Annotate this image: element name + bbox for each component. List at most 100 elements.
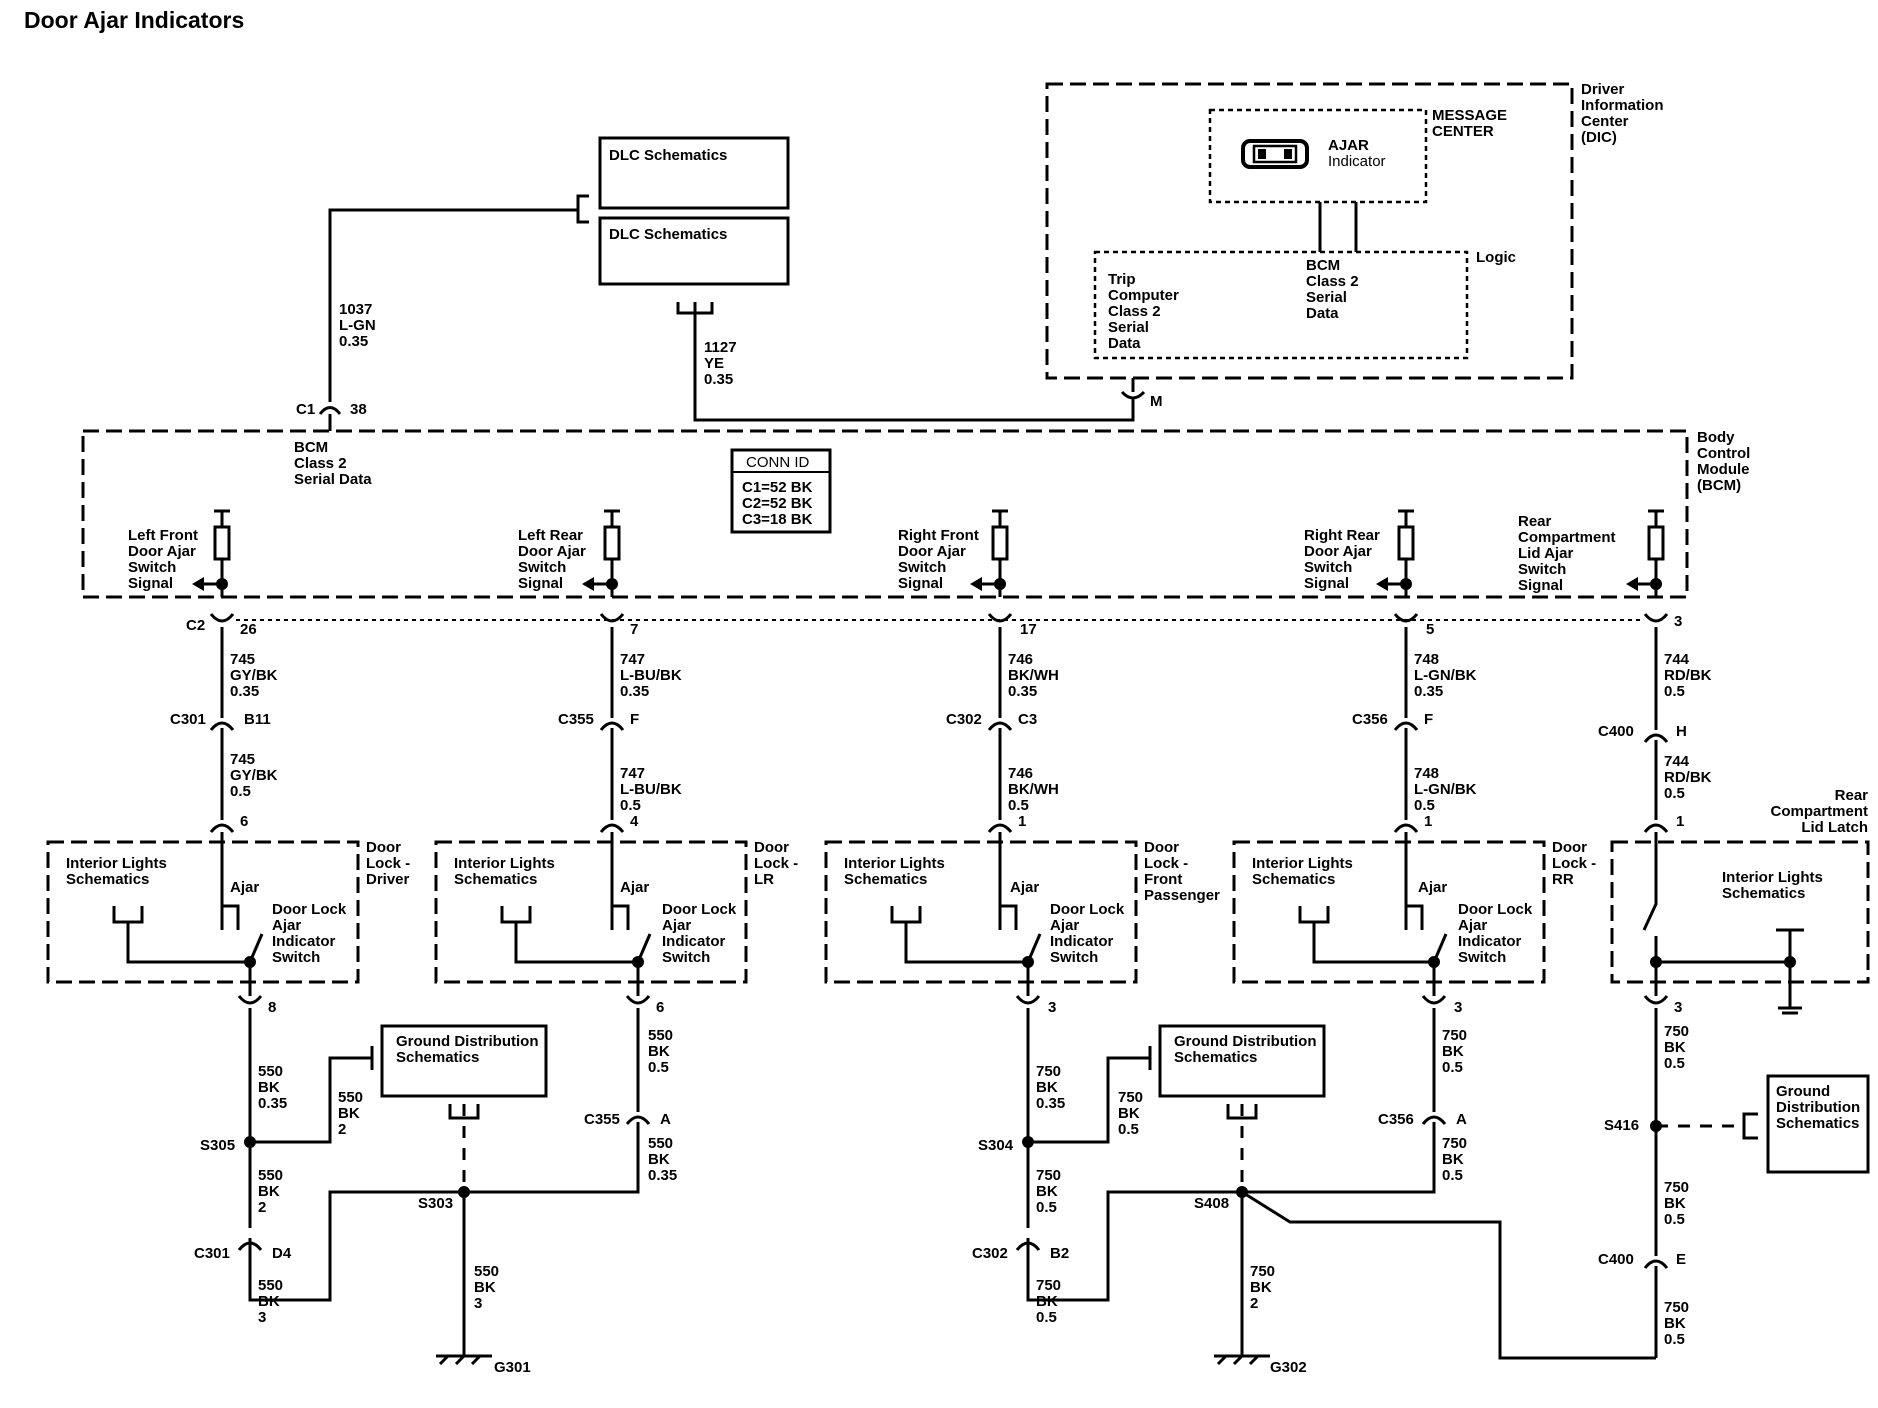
- pullup-resistor: [1647, 525, 1665, 561]
- c2-pin-5: 5: [1426, 621, 1434, 638]
- switch-node: [244, 956, 256, 968]
- svg-text:BK: BK: [338, 1105, 360, 1122]
- c356-ground-cap: [1421, 1115, 1447, 1125]
- svg-text:LR: LR: [754, 871, 774, 888]
- svg-text:(BCM): (BCM): [1697, 477, 1741, 494]
- rear-lid-node: [1650, 956, 1662, 968]
- svg-text:Indicator: Indicator: [662, 933, 726, 950]
- gds-box-3: [1766, 1074, 1870, 1174]
- c400-label: C400: [1598, 723, 1634, 740]
- svg-text:BK: BK: [648, 1043, 670, 1060]
- svg-text:L-BU/BK: L-BU/BK: [620, 667, 682, 684]
- c356-label: C356: [1352, 711, 1388, 728]
- c355-label: C355: [558, 711, 594, 728]
- module-outline: [46, 840, 360, 984]
- switch-node: [632, 956, 644, 968]
- driver-pin-6: 6: [240, 813, 248, 830]
- svg-text:(DIC): (DIC): [1581, 129, 1617, 146]
- conn-id-table: CONN ID C1=52 BK C2=52 BK C3=18 BK: [730, 448, 832, 534]
- rear-lid-node-2: [1784, 956, 1796, 968]
- svg-text:Door Lock: Door Lock: [272, 901, 347, 918]
- module-connector-cap: [1643, 823, 1669, 833]
- gds-stub-3: [1742, 1112, 1758, 1140]
- svg-text:RR: RR: [1552, 871, 1574, 888]
- c1-connector-38: [318, 406, 342, 431]
- svg-text:BK: BK: [258, 1079, 280, 1096]
- c355-ground-cap: [625, 1115, 651, 1125]
- svg-text:Switch: Switch: [662, 949, 710, 966]
- svg-text:746: 746: [1008, 765, 1033, 782]
- svg-text:Ajar: Ajar: [662, 917, 691, 934]
- svg-text:BK: BK: [1664, 1195, 1686, 1212]
- svg-text:GY/BK: GY/BK: [230, 767, 278, 784]
- module-outline: [824, 840, 1138, 984]
- c355-pin-a: A: [660, 1111, 671, 1128]
- svg-text:Signal: Signal: [128, 575, 173, 592]
- gds-stub-2: [1226, 1104, 1258, 1120]
- svg-text:750: 750: [1118, 1089, 1143, 1106]
- svg-text:BK: BK: [1442, 1043, 1464, 1060]
- svg-text:750: 750: [1036, 1063, 1061, 1080]
- svg-text:Door: Door: [1552, 839, 1587, 856]
- c2-connector-cup: [209, 613, 235, 623]
- rr-pin-1: 1: [1424, 813, 1432, 830]
- pullup-resistor: [991, 525, 1009, 561]
- svg-text:750: 750: [1664, 1023, 1689, 1040]
- wire-1127-label: 1127 YE 0.35: [704, 339, 737, 388]
- svg-text:0.5: 0.5: [1664, 785, 1685, 802]
- svg-text:Lock -: Lock -: [754, 855, 798, 872]
- module-connector-cap: [209, 823, 235, 833]
- svg-text:BK: BK: [1036, 1293, 1058, 1310]
- rear-lid-switch: [1642, 832, 1804, 1015]
- svg-text:Control: Control: [1697, 445, 1750, 462]
- rr-ground-pin: 3: [1454, 999, 1462, 1016]
- svg-text:550: 550: [338, 1089, 363, 1106]
- svg-text:Data: Data: [1306, 305, 1339, 322]
- svg-text:Class 2: Class 2: [1108, 303, 1161, 320]
- c302-ground-label: C302: [972, 1245, 1008, 1262]
- ground-connector-cup: [237, 995, 263, 1005]
- svg-text:Signal: Signal: [898, 575, 943, 592]
- svg-text:Rear: Rear: [1518, 513, 1552, 530]
- c400-pin-e: E: [1676, 1251, 1686, 1268]
- svg-text:Left Front: Left Front: [128, 527, 198, 544]
- svg-text:Indicator: Indicator: [1328, 153, 1386, 170]
- signal-arrow-icon: [970, 577, 982, 591]
- pullup-resistor: [603, 525, 621, 561]
- c301-ground-cap: [237, 1241, 263, 1251]
- signal-node: [606, 578, 618, 590]
- svg-text:0.35: 0.35: [230, 683, 259, 700]
- svg-text:0.35: 0.35: [620, 683, 649, 700]
- gds-box-1: [380, 1024, 548, 1098]
- pullup-terminal: [214, 509, 230, 527]
- c400-ground-cap: [1643, 1259, 1669, 1269]
- module-outline: [434, 840, 748, 984]
- svg-text:C1=52 BK: C1=52 BK: [742, 479, 813, 496]
- s416-splice: [1650, 1120, 1662, 1132]
- svg-text:Data: Data: [1108, 335, 1141, 352]
- svg-text:BK: BK: [474, 1279, 496, 1296]
- ajar-label-rr: Ajar: [1418, 879, 1447, 896]
- svg-text:Front: Front: [1144, 871, 1182, 888]
- svg-text:Ground Distribution: Ground Distribution: [396, 1033, 538, 1050]
- svg-text:YE: YE: [704, 355, 724, 372]
- ajar-label-rf: Ajar: [1010, 879, 1039, 896]
- svg-text:C3=18 BK: C3=18 BK: [742, 511, 813, 528]
- svg-text:550: 550: [648, 1135, 673, 1152]
- pullup-terminal: [1398, 509, 1414, 527]
- c2-pin-26: 26: [240, 621, 257, 638]
- svg-text:Interior Lights: Interior Lights: [454, 855, 555, 872]
- svg-text:550: 550: [258, 1167, 283, 1184]
